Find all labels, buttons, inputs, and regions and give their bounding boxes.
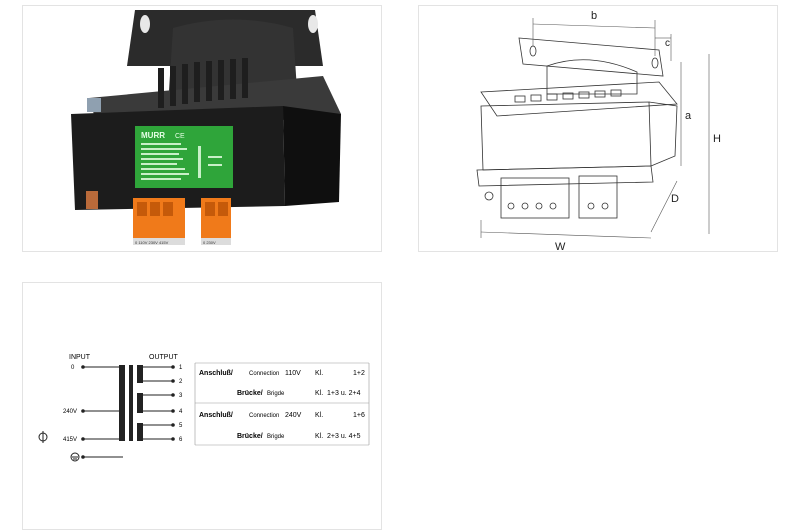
secondary-tap-dots (171, 365, 175, 441)
input-label: INPUT (69, 354, 91, 361)
svg-text:Brücke/: Brücke/ (237, 390, 263, 397)
terminal-labels-right: 0 230V (203, 240, 216, 245)
svg-text:240V: 240V (285, 412, 302, 419)
secondary-lines (143, 366, 173, 440)
dimension-lines (480, 18, 710, 239)
dim-label-D: D (671, 193, 679, 205)
transformer-photo: MURR CE (71, 10, 341, 245)
ground-screw-top (87, 98, 101, 112)
secondary-windings (137, 365, 143, 441)
terminal-labels-left: 0 110V 230V 415V (135, 240, 169, 245)
wiring-diagram-panel: INPUT OUTPUT 0 240V 415V (22, 282, 382, 530)
dimension-drawing: b c a H D W (476, 10, 721, 251)
drawing-side (648, 101, 678, 167)
output-tap-5: 5 (179, 423, 183, 429)
output-tap-6: 6 (179, 437, 183, 443)
svg-text:Kl.: Kl. (315, 370, 323, 377)
output-tap-2: 2 (179, 379, 183, 385)
svg-text:Connection: Connection (249, 371, 279, 377)
drawing-hole-left (529, 45, 537, 57)
input-tap-0: 0 (71, 365, 75, 371)
svg-text:Kl.: Kl. (315, 390, 323, 397)
terminal-block-right (201, 198, 231, 245)
drawing-bracket (518, 37, 664, 77)
svg-text:Kl.: Kl. (315, 412, 323, 419)
svg-text:Connection: Connection (249, 413, 279, 419)
output-label: OUTPUT (149, 354, 179, 361)
label-brand: MURR (141, 131, 165, 140)
dim-label-c: c (665, 38, 670, 49)
table-row: Anschluß/ Connection 110V Kl. 1+2 (199, 370, 365, 377)
cooling-fins (158, 58, 248, 108)
connection-table (194, 362, 370, 446)
primary-winding-lines (83, 366, 123, 458)
drawing-top (480, 81, 678, 117)
svg-text:Brücke/: Brücke/ (237, 433, 263, 440)
core-bar (129, 365, 133, 441)
drawing-hole-right (651, 57, 659, 69)
dim-label-a: a (685, 110, 692, 122)
table-row: Brücke/ Brigde Kl. 1+3 u. 2+4 (237, 390, 361, 397)
dim-label-W: W (555, 241, 566, 251)
body-side (283, 106, 341, 206)
svg-text:Brigde: Brigde (267, 434, 285, 440)
drawing-base (476, 165, 654, 187)
svg-text:2+3 u. 4+5: 2+3 u. 4+5 (327, 433, 361, 440)
output-tap-1: 1 (179, 365, 183, 371)
svg-text:1+3 u. 2+4: 1+3 u. 2+4 (327, 390, 361, 397)
svg-text:110V: 110V (285, 370, 301, 377)
terminal-block-left (133, 198, 185, 245)
label-text-lines (141, 143, 222, 180)
input-tap-240v: 240V (63, 409, 77, 415)
drawing-terminals (484, 175, 618, 219)
primary-tap-dots (81, 365, 85, 459)
wiring-diagram: INPUT OUTPUT 0 240V 415V (38, 354, 370, 462)
table-row: Brücke/ Brigde Kl. 2+3 u. 4+5 (237, 433, 361, 440)
input-tap-415v: 415V (63, 437, 77, 443)
output-tap-3: 3 (179, 393, 183, 399)
earth-symbol-icon (38, 431, 48, 443)
svg-text:Brigde: Brigde (267, 391, 285, 397)
table-row: Anschluß/ Connection 240V Kl. 1+6 (199, 412, 365, 419)
ground-icon (70, 452, 80, 462)
svg-text:Anschluß/: Anschluß/ (199, 370, 233, 377)
drawing-coil (546, 59, 638, 95)
dimension-drawing-panel: b c a H D W (418, 5, 778, 252)
output-tap-4: 4 (179, 409, 183, 415)
svg-text:Anschluß/: Anschluß/ (199, 412, 233, 419)
drawing-front (480, 101, 652, 171)
ground-terminal (86, 191, 98, 209)
label-ce: CE (175, 133, 185, 140)
dim-label-H: H (713, 133, 721, 145)
svg-text:1+2: 1+2 (353, 370, 365, 377)
bracket-hole-left (140, 15, 150, 33)
svg-text:Kl.: Kl. (315, 433, 323, 440)
drawing-teeth (514, 89, 622, 103)
bracket-hole-right (308, 15, 318, 33)
dim-label-b: b (591, 10, 597, 22)
svg-text:1+6: 1+6 (353, 412, 365, 419)
primary-core (119, 365, 125, 441)
product-photo-panel: MURR CE (22, 5, 382, 252)
